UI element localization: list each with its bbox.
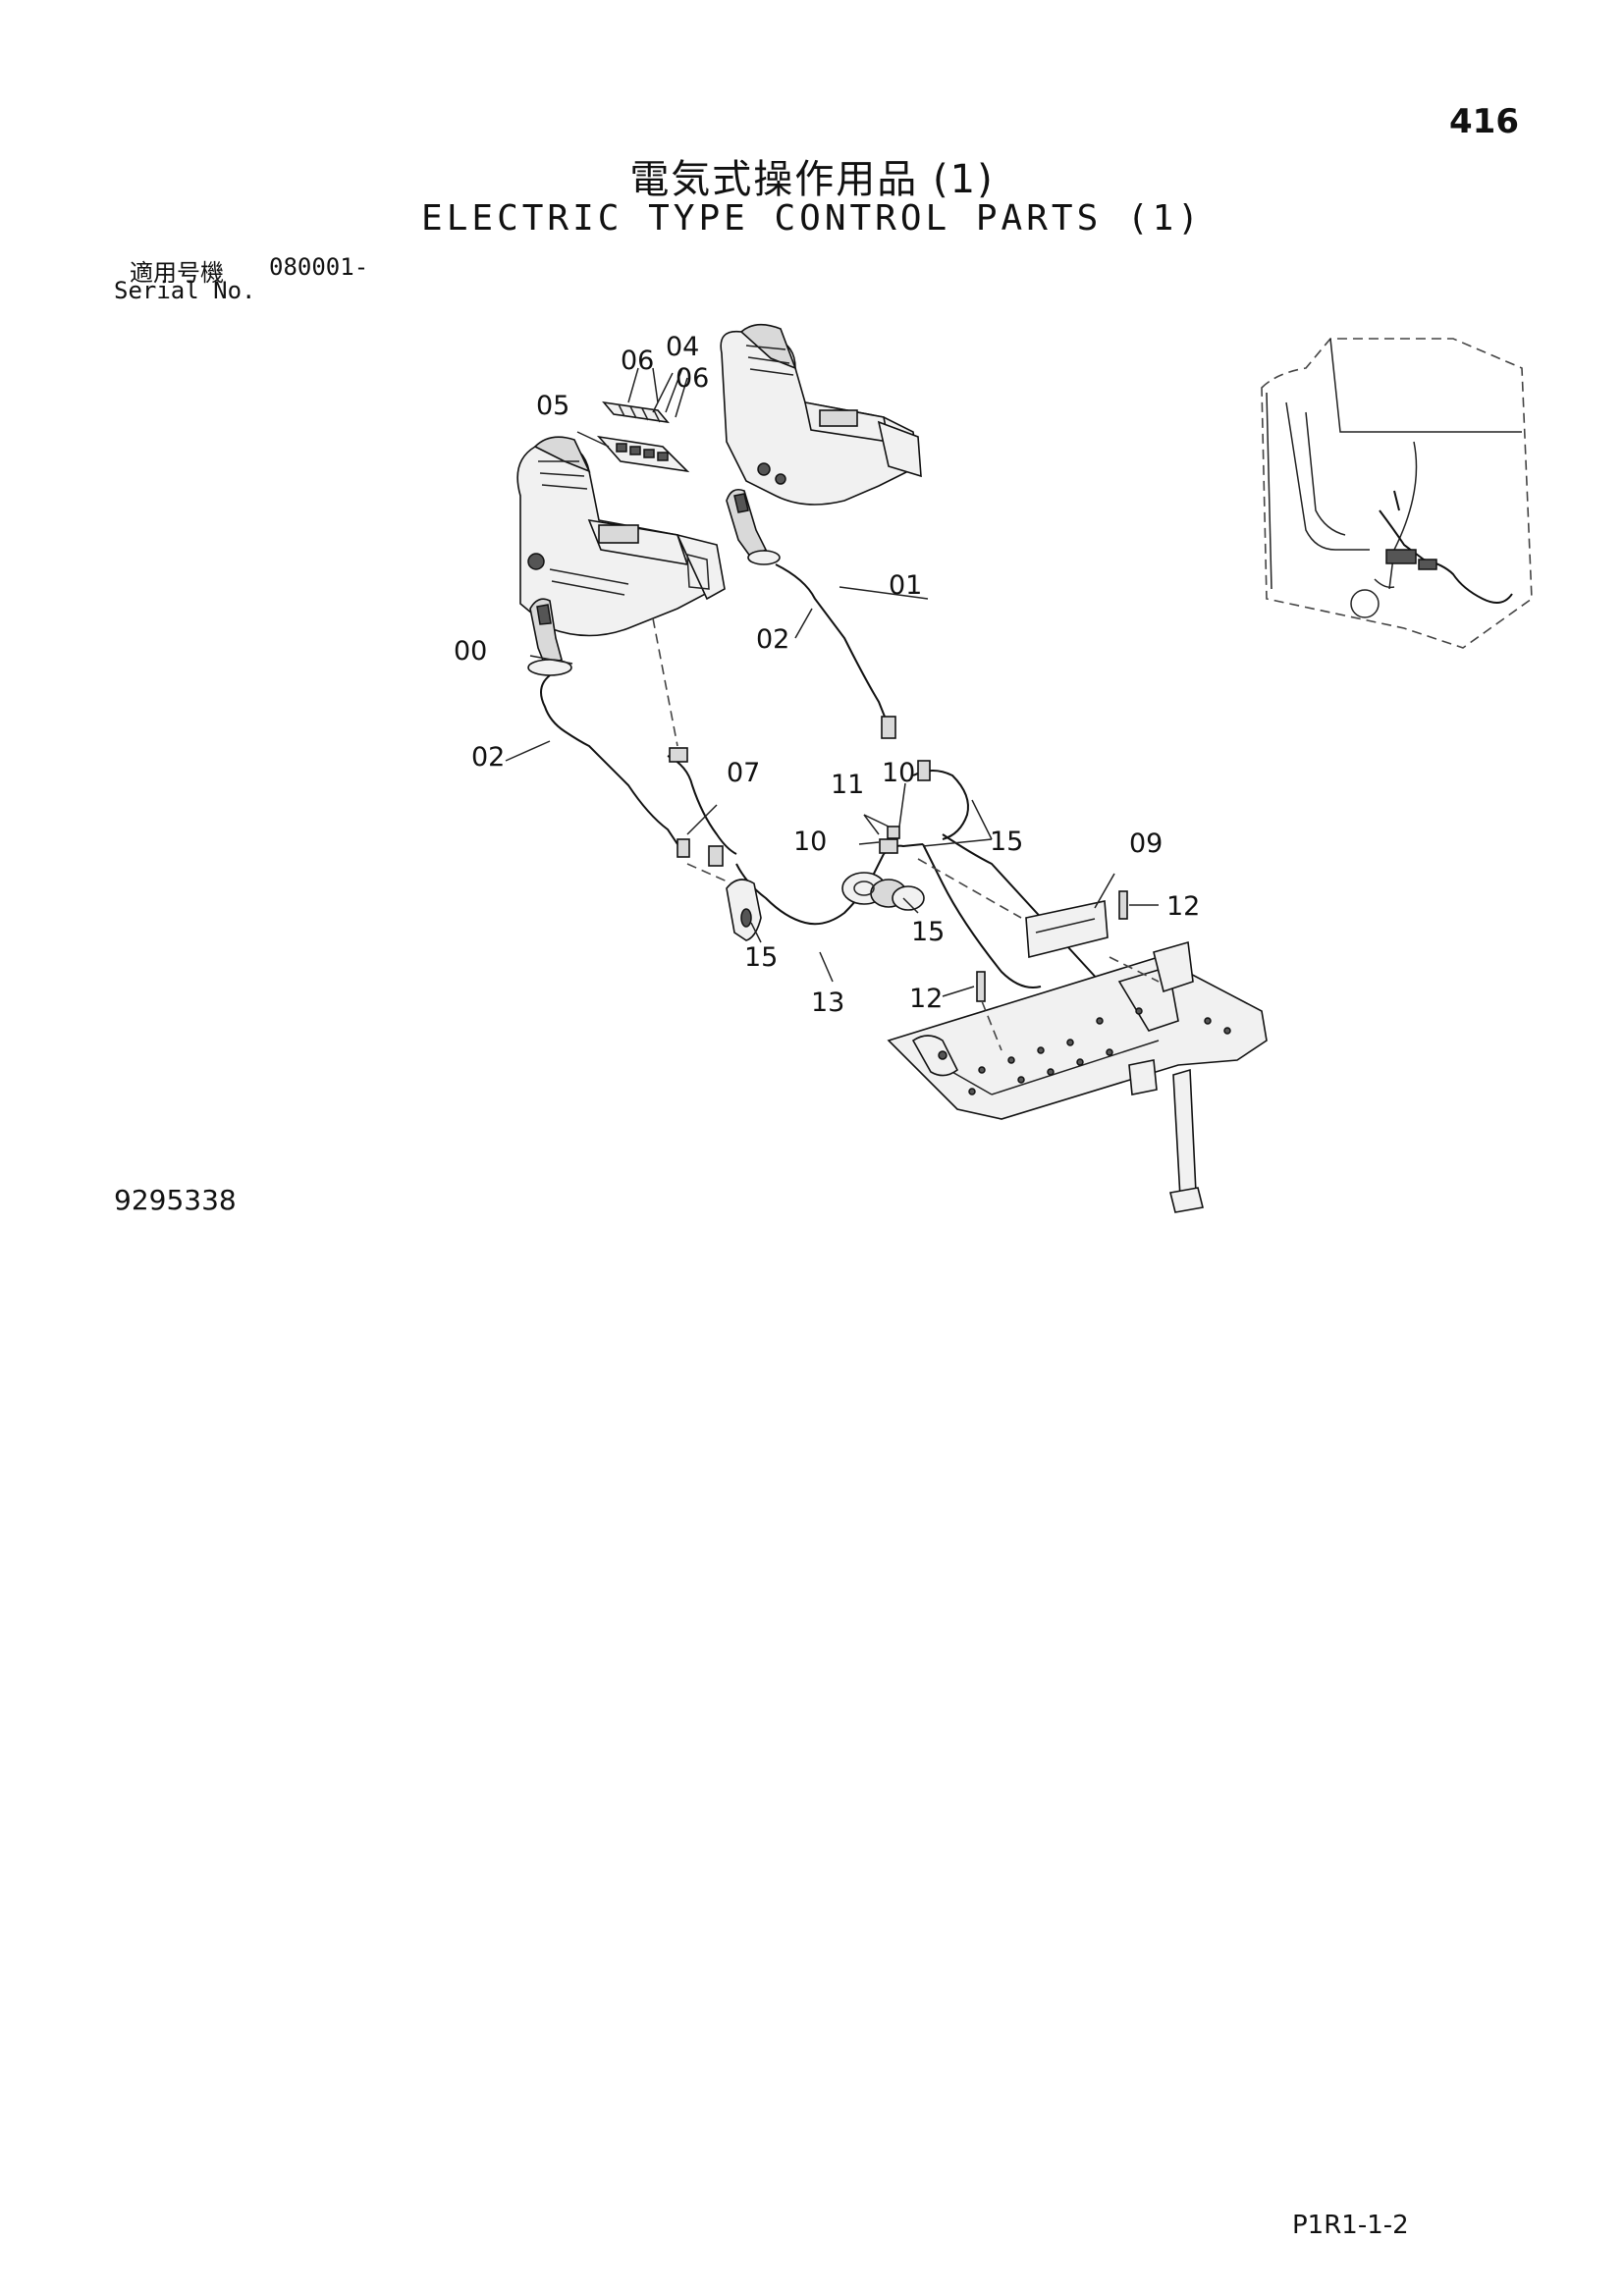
page-number: 416 <box>1449 102 1519 141</box>
connectors <box>669 716 931 867</box>
callout-15-center: 15 <box>911 917 945 947</box>
callout-labels: 00 01 02 02 04 05 06 06 07 09 10 10 11 1… <box>454 332 1200 1018</box>
plate-holes <box>938 1007 1231 1095</box>
parts-exploded-diagram: 00 01 02 02 04 05 06 06 07 09 10 10 11 1… <box>454 323 1533 1213</box>
callout-15-right: 15 <box>990 827 1023 857</box>
callout-15-left: 15 <box>744 942 778 973</box>
left-joystick-illustration <box>527 598 572 676</box>
callout-09: 09 <box>1129 828 1163 859</box>
callout-12-right: 12 <box>1166 891 1200 922</box>
floor-plate-illustration <box>887 940 1268 1213</box>
serial-label-japanese: 適用号機 <box>130 259 224 287</box>
right-joystick-illustration <box>726 488 781 565</box>
drawing-number: 9295338 <box>114 1184 237 1216</box>
leader-lines <box>505 367 1159 997</box>
callout-01: 01 <box>889 570 922 601</box>
callout-02-lower: 02 <box>471 742 505 773</box>
callout-00: 00 <box>454 636 487 667</box>
serial-number-value: 080001- <box>269 253 369 281</box>
controller-box-illustration <box>1025 900 1109 959</box>
spacer-illustrations <box>976 890 1128 1002</box>
callout-07: 07 <box>727 758 760 788</box>
callout-11: 11 <box>831 770 864 800</box>
serial-label-english: Serial No. <box>114 277 256 304</box>
switch-panel-illustration <box>596 400 690 473</box>
left-console-illustration <box>516 436 726 637</box>
title-english: ELECTRIC TYPE CONTROL PARTS (1) <box>421 198 1203 239</box>
callout-13: 13 <box>811 988 844 1018</box>
page-code: P1R1-1-2 <box>1292 2211 1409 2240</box>
callout-10-top: 10 <box>882 758 915 788</box>
callout-04: 04 <box>666 332 699 362</box>
title-japanese: 電気式操作用品 (1) <box>629 157 995 202</box>
phantom-lines <box>652 617 1160 1051</box>
callout-12-lower: 12 <box>909 984 943 1014</box>
cab-inset-illustration <box>1261 338 1533 649</box>
right-console-illustration <box>720 323 922 506</box>
callout-05: 05 <box>536 391 569 421</box>
callout-10-left: 10 <box>793 827 827 857</box>
callout-06-right: 06 <box>676 363 709 394</box>
callout-02-upper: 02 <box>756 624 789 655</box>
relay-cluster-illustration <box>841 872 925 911</box>
callout-06-left: 06 <box>621 346 654 376</box>
